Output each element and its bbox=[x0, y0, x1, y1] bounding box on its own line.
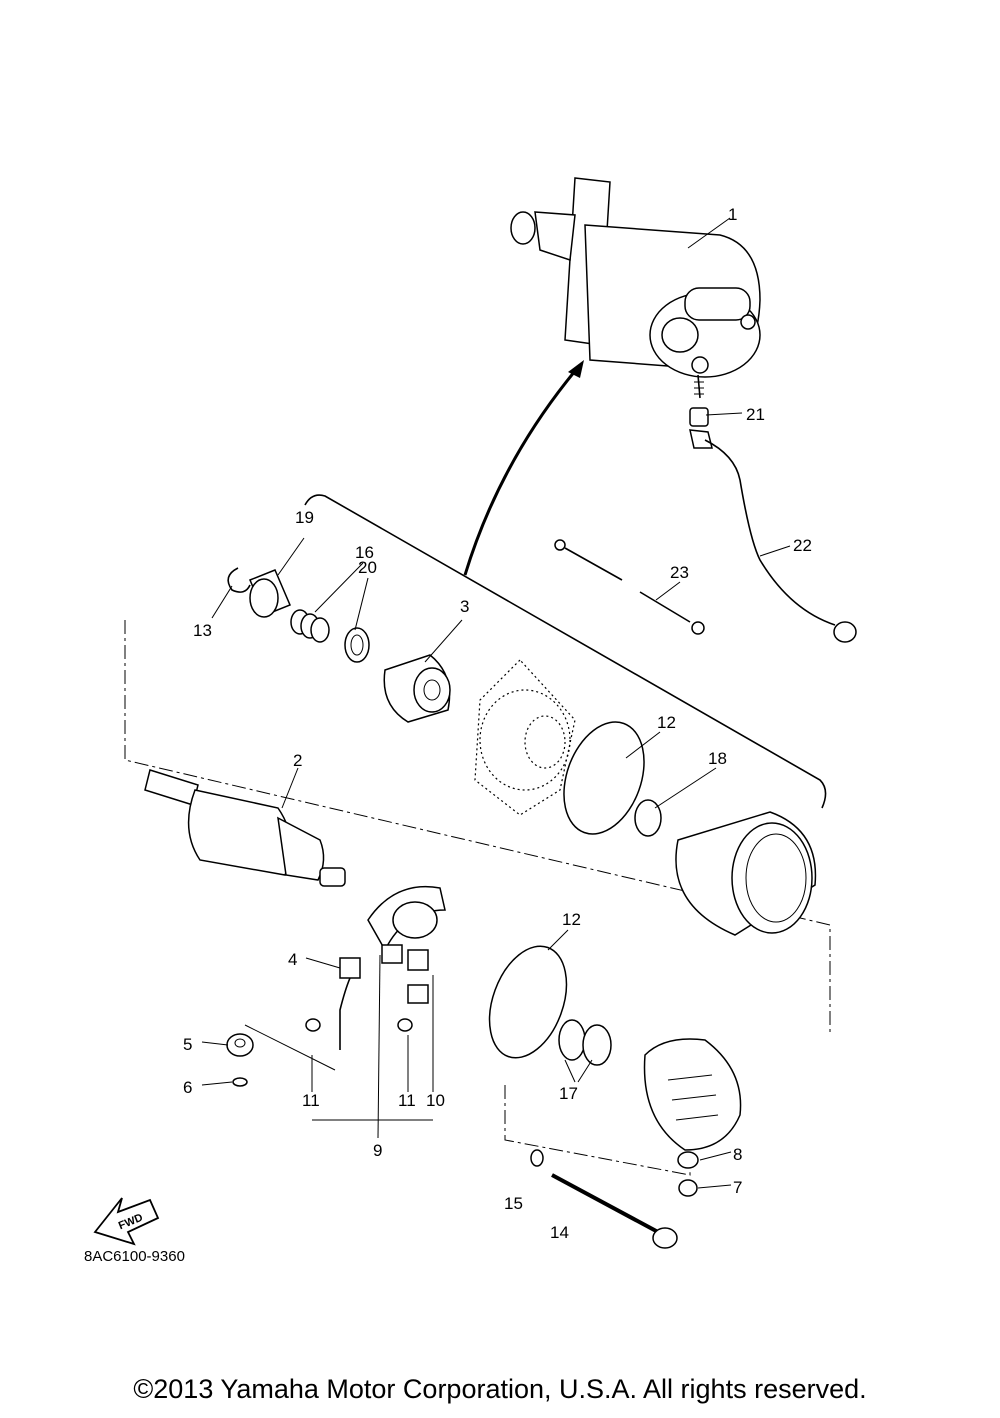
callout-12-upper: 12 bbox=[657, 713, 676, 732]
callout-5: 5 bbox=[183, 1035, 192, 1054]
callout-11-right: 11 bbox=[398, 1091, 416, 1110]
brush-plate bbox=[305, 885, 446, 1050]
washer-18 bbox=[634, 799, 662, 837]
callout-16: 16 bbox=[355, 543, 374, 562]
lead-wire-assembly bbox=[689, 407, 857, 643]
callout-18: 18 bbox=[708, 749, 727, 768]
callout-9: 9 bbox=[373, 1141, 382, 1160]
washers-17 bbox=[558, 1019, 612, 1083]
armature-2 bbox=[144, 769, 346, 887]
callout-6: 6 bbox=[183, 1078, 192, 1097]
arrow-head bbox=[568, 360, 584, 378]
callout-21: 21 bbox=[746, 405, 765, 424]
callout-8: 8 bbox=[733, 1145, 742, 1164]
callout-12-lower: 12 bbox=[562, 910, 581, 929]
washer-15 bbox=[530, 1149, 544, 1167]
nut-7 bbox=[678, 1179, 698, 1197]
callout-2: 2 bbox=[293, 751, 302, 770]
bolt-14 bbox=[551, 1173, 678, 1249]
callout-23: 23 bbox=[670, 563, 689, 582]
o-ring-12-lower bbox=[488, 945, 568, 1059]
callout-22: 22 bbox=[793, 536, 812, 555]
callout-19: 19 bbox=[295, 508, 314, 527]
fwd-arrow-icon: FWD bbox=[93, 1197, 160, 1246]
callout-7: 7 bbox=[733, 1178, 742, 1197]
callout-3: 3 bbox=[460, 597, 469, 616]
yoke bbox=[675, 811, 817, 936]
diagram-code: 8AC6100-9360 bbox=[84, 1248, 185, 1265]
front-bracket bbox=[474, 659, 576, 816]
nut-5 bbox=[226, 1033, 254, 1057]
rear-cover bbox=[643, 1038, 742, 1151]
group-bracket bbox=[304, 494, 827, 809]
washer-6 bbox=[232, 1077, 248, 1087]
spring-16 bbox=[290, 609, 330, 643]
assembly-arrow bbox=[463, 364, 582, 576]
callout-4: 4 bbox=[288, 950, 297, 969]
callout-15: 15 bbox=[504, 1194, 523, 1213]
callout-10: 10 bbox=[426, 1091, 445, 1110]
starter-motor-assembly bbox=[510, 177, 761, 399]
leader-lines bbox=[201, 217, 791, 1189]
circlip-13 bbox=[227, 567, 251, 593]
o-ring-12-upper bbox=[563, 721, 645, 835]
callout-11-left: 11 bbox=[302, 1091, 320, 1110]
copyright-notice: ©2013 Yamaha Motor Corporation, U.S.A. A… bbox=[133, 1374, 867, 1404]
nut-8 bbox=[677, 1151, 699, 1169]
alignment-line-upper bbox=[124, 620, 831, 1035]
callout-20: 20 bbox=[358, 558, 377, 577]
callout-17: 17 bbox=[559, 1084, 578, 1103]
callout-1: 1 bbox=[728, 205, 737, 224]
washer-20 bbox=[344, 627, 370, 663]
callout-13: 13 bbox=[193, 621, 212, 640]
callout-14: 14 bbox=[550, 1223, 569, 1242]
collar-19 bbox=[249, 569, 291, 618]
clutch-3 bbox=[383, 654, 451, 723]
lead-23 bbox=[554, 539, 705, 635]
